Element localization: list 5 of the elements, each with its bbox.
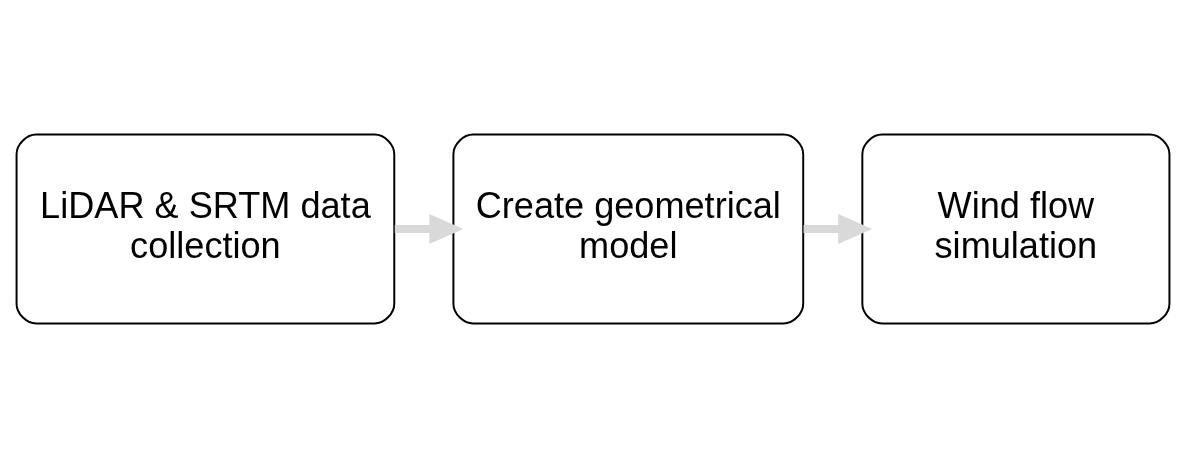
arrow <box>803 214 873 244</box>
node-box: LiDAR & SRTM data collection <box>15 133 396 325</box>
node-box: Create geometrical model <box>452 133 805 325</box>
node-box: Wind flow simulation <box>861 133 1171 325</box>
arrow <box>394 214 464 244</box>
